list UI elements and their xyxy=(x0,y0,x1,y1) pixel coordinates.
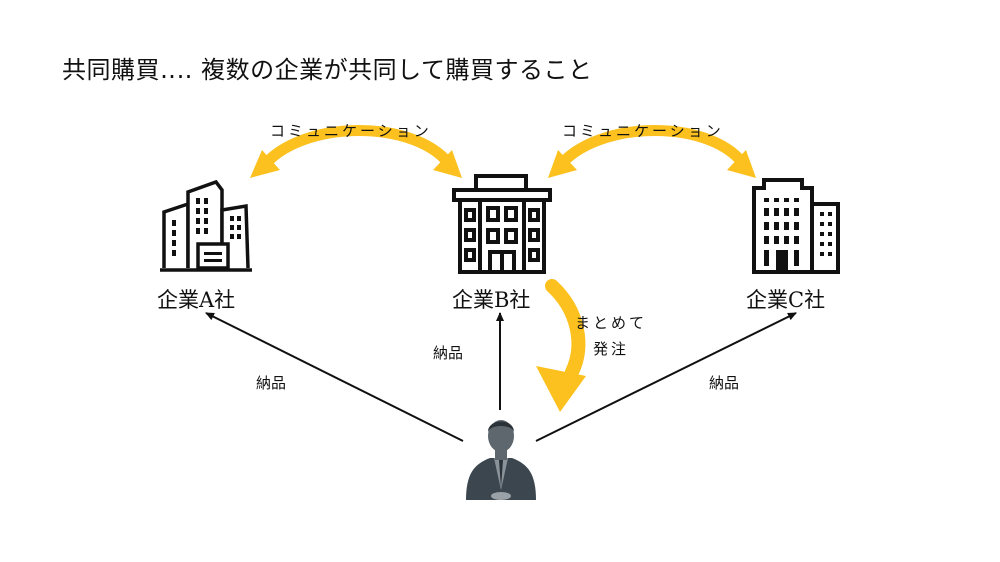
communication-label-bc: コミュニケーション xyxy=(562,122,724,140)
order-label: まとめて 発注 xyxy=(575,310,647,362)
company-c-label: 企業C社 xyxy=(746,288,826,312)
delivery-label-a: 納品 xyxy=(256,374,287,392)
office-building-icon xyxy=(452,174,552,274)
delivery-line-c xyxy=(535,312,797,442)
delivery-line-a xyxy=(205,312,464,442)
company-b-label: 企業B社 xyxy=(452,288,531,312)
businessman-icon xyxy=(466,420,536,500)
order-label-line2: 発注 xyxy=(593,340,630,358)
communication-label-ab: コミュニケーション xyxy=(270,122,432,140)
order-label-line1: まとめて xyxy=(575,314,648,332)
communication-arrow-bc xyxy=(548,125,756,178)
office-buildings-cluster-icon xyxy=(160,179,252,272)
delivery-label-b: 納品 xyxy=(433,344,464,362)
page-title: 共同購買‥‥ 複数の企業が共同して購買すること xyxy=(62,56,593,84)
order-arrow xyxy=(536,279,586,412)
company-a-label: 企業A社 xyxy=(157,288,236,312)
communication-arrow-ab xyxy=(250,125,462,178)
skyscraper-icon xyxy=(752,178,840,274)
delivery-label-c: 納品 xyxy=(709,374,740,392)
